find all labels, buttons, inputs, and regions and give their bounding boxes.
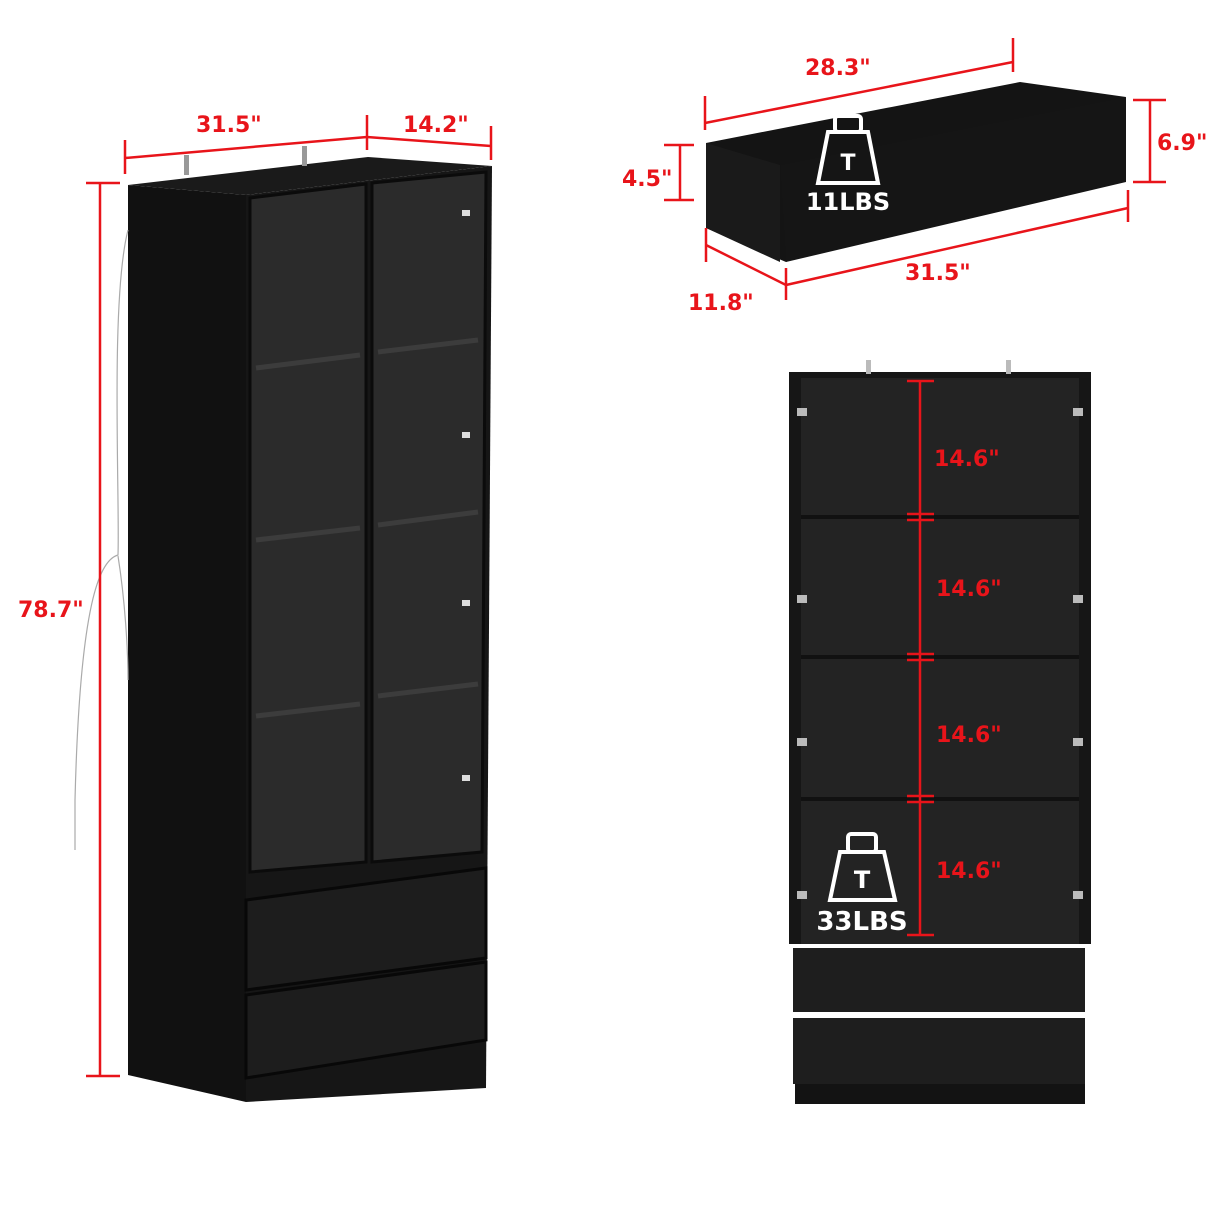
cabinet-depth-label: 14.2" (403, 113, 469, 138)
drawer-front-height-label: 6.9" (1157, 131, 1207, 156)
cabinet-dimension-lines (86, 115, 493, 1078)
weight-icon-letter: T (854, 866, 871, 894)
shelf-height-2: 14.6" (936, 577, 1002, 602)
shelf-dimension-lines (907, 379, 934, 937)
cabinet-angled-view (74, 146, 492, 1102)
drawer-dimension-lines (664, 38, 1166, 300)
shelf-weight-label: 33LBS (816, 907, 907, 937)
shelf-height-1: 14.6" (934, 447, 1000, 472)
weight-icon (815, 114, 881, 185)
cabinet-width-label: 31.5" (196, 113, 262, 138)
drawer-weight-label: 11LBS (806, 188, 890, 216)
drawer-inner-width-label: 28.3" (805, 56, 871, 81)
cabinet-height-label: 78.7" (18, 598, 84, 623)
shelf-height-4: 14.6" (936, 859, 1002, 884)
drawer-outer-width-label: 31.5" (905, 261, 971, 286)
shelf-height-3: 14.6" (936, 723, 1002, 748)
weight-icon (827, 832, 898, 902)
cabinet-front-view (789, 360, 1091, 1104)
drawer-depth-label: 11.8" (688, 291, 754, 316)
weight-icon-letter: T (840, 151, 855, 176)
drawer-view (706, 82, 1126, 262)
drawer-inner-height-label: 4.5" (622, 167, 672, 192)
